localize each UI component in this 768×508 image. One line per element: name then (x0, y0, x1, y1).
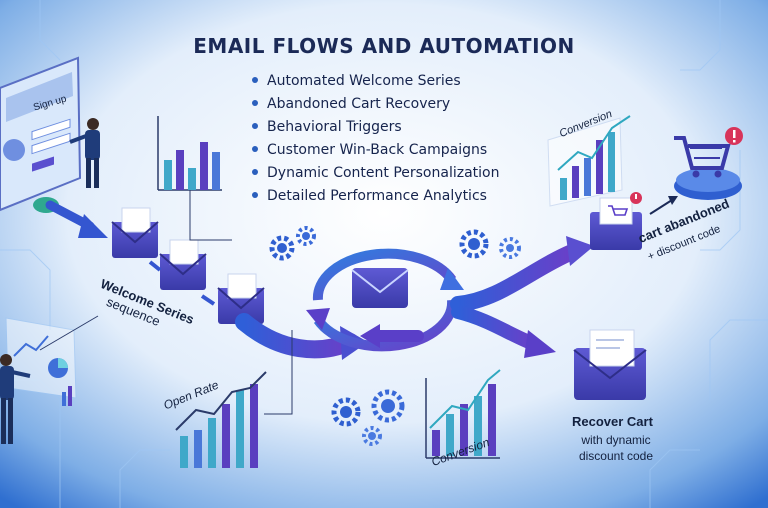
list-item: Automated Welcome Series (246, 70, 499, 93)
bar-chart-icon (425, 369, 501, 459)
cart-pointer-arrow (649, 199, 673, 215)
gear-icon (331, 397, 361, 427)
return-arrowhead (360, 324, 380, 348)
list-item: Behavioral Triggers (246, 116, 499, 139)
envelope-icon (217, 273, 265, 324)
page-title: EMAIL FLOWS AND AUTOMATION (193, 34, 575, 58)
bullet-icon (252, 146, 258, 152)
analytics-screen (5, 317, 77, 406)
recover-branch-arrowhead (524, 330, 556, 358)
list-item: Detailed Performance Analytics (246, 185, 499, 208)
cart-branch-arrow (450, 244, 580, 312)
avatar-icon (3, 139, 25, 161)
bullet-icon (252, 169, 258, 175)
gear-icon (269, 235, 295, 261)
envelope-icon (111, 207, 159, 258)
feature-list: Automated Welcome Series Abandoned Cart … (246, 70, 499, 208)
bullet-icon (252, 100, 258, 106)
alert-icon (725, 127, 743, 145)
gear-icon (499, 237, 521, 259)
connector-line (189, 190, 232, 241)
bullet-icon (252, 123, 258, 129)
connector-line (264, 330, 293, 415)
main-flow-arrow (235, 313, 359, 359)
envelope-icon (352, 268, 408, 308)
bar-chart-icon (175, 371, 267, 468)
signup-arrow (33, 197, 108, 238)
bar-chart-icon (547, 115, 631, 207)
list-item: Abandoned Cart Recovery (246, 93, 499, 116)
envelope-icon (159, 239, 207, 290)
list-item: Dynamic Content Personalization (246, 162, 499, 185)
list-item: Customer Win-Back Campaigns (246, 139, 499, 162)
gear-icon (371, 389, 405, 423)
envelope-icon (573, 329, 647, 400)
automation-cycle (306, 248, 464, 352)
gear-icon (296, 226, 316, 246)
signup-panel (0, 56, 82, 212)
recover-cart-label: Recover Cart (572, 414, 653, 429)
shopping-cart-icon (608, 205, 629, 216)
shopping-cart-icon (674, 136, 742, 200)
person-icon (0, 354, 31, 444)
connector-line (39, 315, 99, 351)
bullet-icon (252, 192, 258, 198)
person-icon (69, 118, 100, 188)
envelope-icon (590, 192, 642, 250)
bar-chart-icon (157, 116, 222, 191)
bullet-icon (252, 77, 258, 83)
gear-icon (459, 229, 489, 259)
cart-branch-arrowhead (566, 236, 594, 266)
dynamic-discount-label: with dynamic discount code (578, 433, 654, 463)
gear-icon (362, 426, 382, 446)
sequence-arrows (148, 260, 216, 306)
